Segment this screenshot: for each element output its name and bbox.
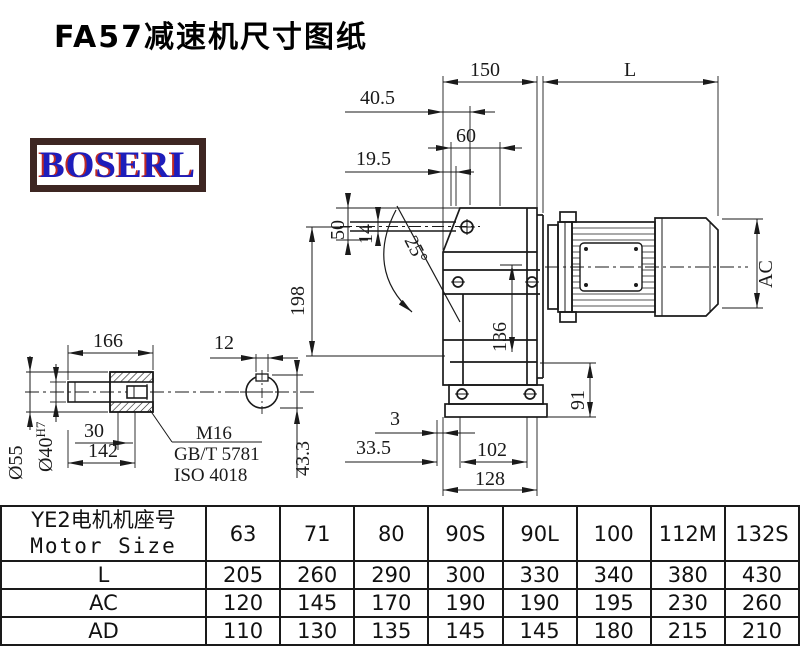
cell: 180	[575, 616, 652, 646]
motor-size-table: YE2电机机座号 Motor Size 63 71 80 90S 90L 100…	[0, 505, 800, 646]
technical-drawing: 25°	[5, 59, 777, 496]
dim-128: 128	[475, 468, 505, 490]
extension-lines	[306, 76, 763, 496]
motor	[537, 211, 748, 379]
dim-12: 12	[214, 332, 234, 354]
nameplate-screws	[584, 247, 638, 287]
table-header-row: YE2电机机座号 Motor Size 63 71 80 90S 90L 100…	[0, 505, 800, 562]
shaft-detail	[25, 370, 318, 414]
dim-136: 136	[489, 322, 511, 352]
dim-33-5: 33.5	[356, 437, 391, 459]
cell: 190	[501, 588, 578, 618]
col-header: 132S	[723, 505, 800, 562]
input-shaft	[340, 221, 480, 232]
dimension-lines	[309, 79, 760, 493]
cell: 110	[204, 616, 282, 646]
gearbox-bottom-flange	[444, 384, 548, 418]
cell: 195	[575, 588, 652, 618]
dim-14: 14	[355, 224, 377, 244]
cell: 145	[427, 616, 504, 646]
dim-3: 3	[390, 408, 400, 430]
dim-diameter-55: Ø55	[5, 446, 27, 480]
shaft-detail-dimension-lines	[27, 350, 300, 478]
cell: 205	[204, 560, 282, 590]
shaft-detail-extension-lines	[26, 345, 303, 468]
dim-43-3: 43.3	[292, 441, 314, 476]
col-header: 100	[575, 505, 652, 562]
cell: 190	[427, 588, 504, 618]
row-label: AD	[0, 616, 207, 646]
col-header: 90S	[427, 505, 504, 562]
dim-102: 102	[477, 439, 507, 461]
dim-198: 198	[287, 286, 309, 316]
header-motor-size-cell: YE2电机机座号 Motor Size	[0, 505, 207, 562]
col-header: 90L	[501, 505, 578, 562]
row-label: L	[0, 560, 207, 590]
cell: 380	[649, 560, 726, 590]
cell: 170	[353, 588, 430, 618]
dim-19-5: 19.5	[356, 148, 391, 170]
header-motor-size-en: Motor Size	[30, 533, 177, 558]
dim-30: 30	[84, 420, 104, 442]
boserl-logo: BOSERL	[30, 138, 206, 192]
dim-50: 50	[327, 220, 349, 240]
dim-150: 150	[470, 59, 500, 81]
row-label: AC	[0, 588, 207, 618]
cell: 120	[204, 588, 282, 618]
col-header: 63	[204, 505, 282, 562]
header-motor-size-cn: YE2电机机座号	[31, 508, 176, 533]
cell: 340	[575, 560, 652, 590]
boserl-logo-text: BOSERL	[39, 144, 197, 186]
cell: 260	[723, 588, 800, 618]
dim-AC: AC	[755, 260, 777, 288]
cell: 230	[649, 588, 726, 618]
col-header: 71	[279, 505, 356, 562]
thread-note-iso: ISO 4018	[174, 465, 247, 486]
dim-91: 91	[567, 390, 589, 410]
dim-166: 166	[93, 330, 123, 352]
dim-60: 60	[456, 125, 476, 147]
cell: 145	[279, 588, 356, 618]
cell: 135	[353, 616, 430, 646]
table-row-AD: AD 110 130 135 145 145 180 215 210	[0, 616, 800, 646]
cell: 300	[427, 560, 504, 590]
cell: 330	[501, 560, 578, 590]
thread-note-m16: M16	[196, 423, 232, 444]
col-header: 80	[353, 505, 430, 562]
cell: 260	[279, 560, 356, 590]
table-row-L: L 205 260 290 300 330 340 380 430	[0, 560, 800, 590]
cell: 210	[723, 616, 800, 646]
table-row-AC: AC 120 145 170 190 190 195 230 260	[0, 588, 800, 618]
cell: 430	[723, 560, 800, 590]
dim-L: L	[624, 59, 636, 81]
gearbox-housing	[442, 207, 540, 386]
col-header: 112M	[649, 505, 726, 562]
dim-diameter-40h7: Ø40H7	[33, 421, 57, 472]
cell: 215	[649, 616, 726, 646]
angle-callout-25deg	[383, 205, 461, 323]
cell: 145	[501, 616, 578, 646]
cell: 130	[279, 616, 356, 646]
page-title: FA57减速机尺寸图纸	[54, 20, 369, 55]
cell: 290	[353, 560, 430, 590]
thread-note-gbt: GB/T 5781	[174, 444, 260, 465]
dim-142: 142	[88, 440, 118, 462]
dim-40-5: 40.5	[360, 87, 395, 109]
